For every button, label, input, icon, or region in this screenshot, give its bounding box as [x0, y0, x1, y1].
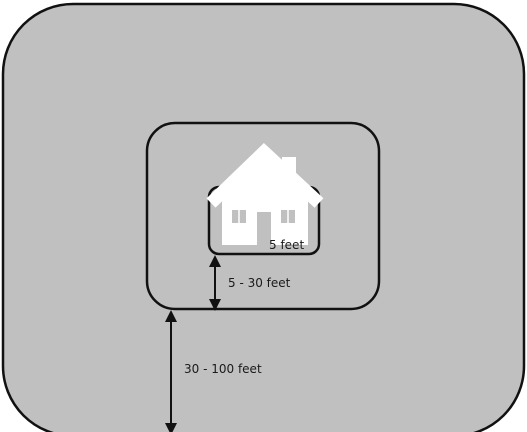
middle-zone-label: 5 - 30 feet: [228, 276, 291, 290]
inner-zone-label: 5 feet: [269, 238, 304, 252]
outer-zone-label: 30 - 100 feet: [184, 362, 262, 376]
house-icon: [206, 143, 324, 245]
